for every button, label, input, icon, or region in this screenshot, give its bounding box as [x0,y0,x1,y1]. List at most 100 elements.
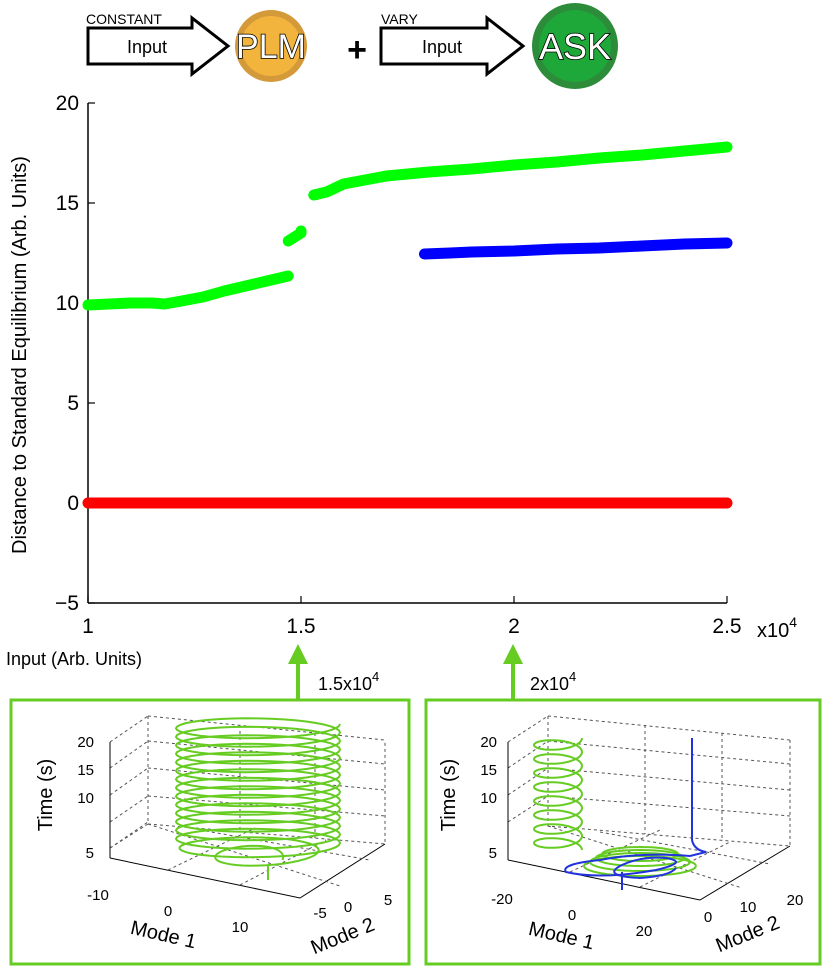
inset-2-ztick: 15 [480,762,497,779]
inset-1-floor-grid-3 [147,823,341,887]
y-tick-label: 0 [67,492,79,515]
inset-1-grid-d [109,795,149,823]
plus-sign: + [347,31,367,69]
inset-2-grid-f [547,767,791,791]
inset-2-xtick: 0 [568,907,576,924]
callout-left-label-base: 1.5x10 [318,674,372,694]
x-axis-multiplier-exponent: 4 [789,614,797,630]
inset-2-ztick: 10 [480,790,497,807]
inset-1-box [109,715,386,899]
inset-1-floor-grid-4 [199,829,371,861]
y-tick-label: 20 [56,92,79,115]
series-1-segment-0 [419,237,733,260]
inset-1-grid-c [109,767,149,796]
vary-arrow-label: Input [422,37,462,57]
series-0-segment-1 [282,225,307,247]
callouts: 1.5x104 2x104 [288,644,576,700]
inset-1-floor-grid-2 [239,839,327,886]
inset-1-frame [9,698,411,966]
inset-2-grid-d [507,795,549,823]
vary-input-arrow: VARY Input [379,11,526,78]
callout-left-label: 1.5x104 [318,669,379,694]
inset-1-z-label: Time (s) [35,759,57,832]
inset-2-z-ticks: 20 15 10 5 [480,734,497,862]
plm-node-core [241,16,301,76]
constant-arrow-tag: CONSTANT [86,11,162,27]
inset-2-xtick: 20 [636,923,653,940]
inset-2-ztick: 20 [480,734,497,751]
constant-input-arrow: CONSTANT Input [86,11,231,78]
inset-1-grid-a [109,715,149,743]
ask-node-core [539,10,611,82]
inset-panel-2: 20 15 10 5 Time (s) -20 0 20 Mode 1 0 10… [424,698,822,966]
inset-1-floor [109,843,386,899]
callout-right-arrowhead [503,644,523,664]
inset-2-xtick: -20 [491,891,513,908]
inset-2-grid-b [507,740,549,769]
y-tick-label: 10 [56,292,79,315]
x-axis-multiplier-base: x10 [757,620,789,642]
y-axis-label: Distance to Standard Equilibrium (Arb. U… [9,156,31,554]
inset-1-trajectory [174,717,342,880]
y-tick-label: −5 [55,592,79,615]
top-diagram: CONSTANT Input PLM + VARY Input ASK [86,3,618,89]
plm-node: PLM [235,10,307,82]
inset-1-ytick: 5 [384,892,392,909]
ask-node-label: ASK [539,26,611,67]
x-tick-label: 2.5 [712,615,741,638]
main-series [82,141,733,509]
constant-arrow-label: Input [127,37,167,57]
callout-left-label-exponent: 4 [372,669,379,684]
inset-1-grid-k [109,823,149,849]
vary-arrow-shape [379,14,526,78]
inset-2-floor-grid-3 [547,825,743,889]
inset-2-frame [424,698,822,966]
inset-2-back-top [547,715,791,741]
inset-1-grid-f [147,740,386,765]
inset-1-ytick: -5 [313,905,326,922]
x-axis-multiplier: x104 [757,614,797,642]
inset-2-z-label: Time (s) [438,759,460,832]
inset-2-ytick: 20 [787,892,804,909]
inset-2-ztick: 5 [489,845,497,862]
callout-left: 1.5x104 [288,644,379,700]
series-0-segment-2 [308,141,733,201]
callout-left-arrowhead [288,644,308,664]
inset-2-grid-c [507,767,549,796]
x-tick-label: 1.5 [286,615,315,638]
callout-right-label-base: 2x10 [530,674,569,694]
inset-panel-1: 20 15 10 5 5 Time (s) -10 0 10 Mode 1 -5… [9,698,411,966]
inset-2-ytick: 0 [704,909,712,926]
inset-1-floor-grid-1 [167,827,256,871]
y-tick-label: 5 [67,392,79,415]
inset-2-grid-e [547,740,791,765]
inset-2-floor-grid-2 [639,841,731,888]
inset-2-grid-g [547,795,791,817]
vary-arrow-tag: VARY [381,11,418,27]
inset-1-back-top [147,715,386,741]
x-axis-label: Input (Arb. Units) [6,649,142,669]
inset-1-xtick: -10 [87,887,109,904]
inset-1-grid-h [147,795,386,817]
ask-node: ASK [532,3,618,89]
series-0-segment-0 [82,270,294,311]
plm-node-label: PLM [236,28,306,66]
inset-2-floor-grid-4 [599,831,771,865]
inset-1-z-ticks: 20 15 10 5 [77,734,94,862]
callout-right-label: 2x104 [530,669,576,694]
inset-1-ztick: 15 [77,762,94,779]
inset-1-back-edges [147,716,386,845]
inset-2-grid-a [507,715,549,743]
inset-1-xtick: 0 [164,903,172,920]
inset-2-back-edges [547,716,791,847]
inset-1-grid-g [147,767,386,791]
inset-2-trajectory-blue [564,738,707,890]
callout-right-label-exponent: 4 [569,669,576,684]
callout-right: 2x104 [503,644,576,700]
y-tick-label: 15 [56,192,79,215]
constant-arrow-shape [86,14,231,78]
inset-2-ytick: 10 [740,899,757,916]
inset-1-ytick: 0 [344,899,352,916]
